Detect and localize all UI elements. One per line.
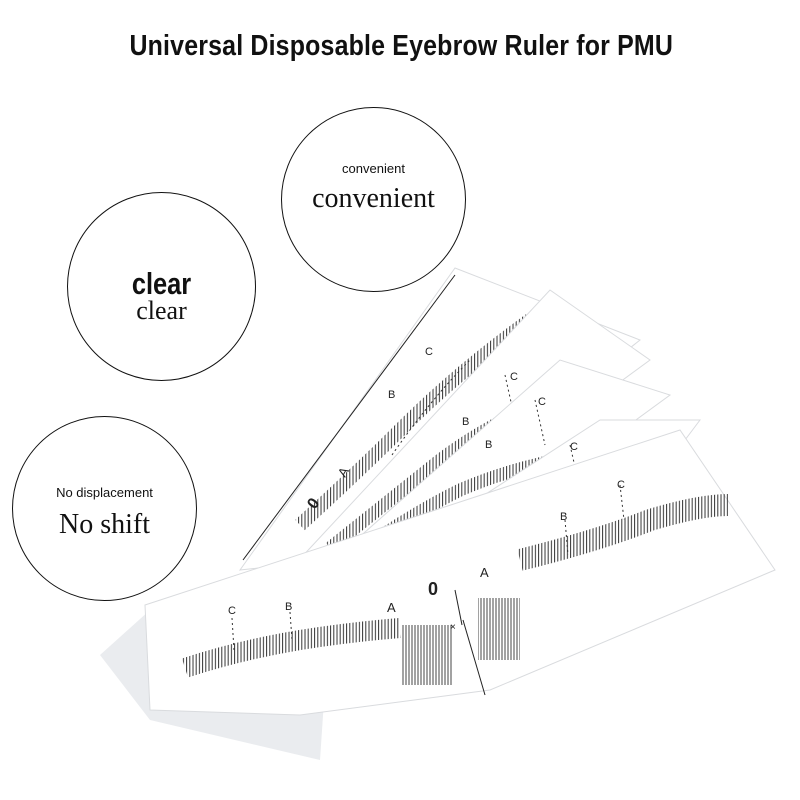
ruler-letter: C bbox=[228, 605, 236, 617]
ruler-letter: C bbox=[570, 441, 578, 453]
badge-caption-small: convenient bbox=[342, 161, 405, 176]
badge-caption-small: clear bbox=[131, 266, 192, 301]
page-title: Universal Disposable Eyebrow Ruler for P… bbox=[129, 30, 674, 62]
feature-badge-clear: clear clear bbox=[67, 192, 256, 381]
badge-caption-small: No displacement bbox=[56, 485, 153, 500]
ruler-sheet: × C B B C 0 A A bbox=[144, 429, 776, 716]
ruler-letter: B bbox=[485, 439, 492, 451]
ruler-letter: A bbox=[387, 600, 396, 615]
ruler-letter: C bbox=[510, 371, 518, 383]
ruler-letter: B bbox=[560, 511, 567, 523]
ruler-letter: A bbox=[480, 565, 489, 580]
ruler-letter: C bbox=[425, 346, 433, 358]
ruler-letter: C bbox=[538, 396, 546, 408]
badge-caption-large: No shift bbox=[59, 509, 150, 540]
ruler-letter: B bbox=[462, 416, 469, 428]
ruler-letter: C bbox=[617, 479, 625, 491]
ruler-zero: 0 bbox=[428, 579, 438, 599]
ruler-letter: B bbox=[388, 389, 395, 401]
feature-badge-convenient: convenient convenient bbox=[281, 107, 466, 292]
badge-caption-large: clear bbox=[136, 296, 187, 325]
badge-caption-large: convenient bbox=[312, 183, 435, 214]
ruler-letter: B bbox=[285, 601, 292, 613]
svg-text:×: × bbox=[450, 622, 456, 633]
feature-badge-no-shift: No displacement No shift bbox=[12, 416, 197, 601]
